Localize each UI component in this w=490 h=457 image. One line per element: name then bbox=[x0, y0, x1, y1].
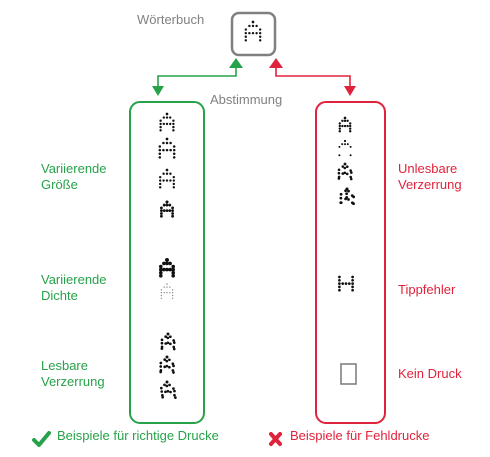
dictionary-label: Wörterbuch bbox=[137, 12, 205, 27]
bad-examples-panel bbox=[315, 101, 386, 424]
legend-good-label: Beispiele für richtige Drucke bbox=[57, 428, 219, 443]
good-glyph-density-1 bbox=[159, 258, 175, 278]
legend-bad-label: Beispiele für Fehldrucke bbox=[290, 428, 430, 443]
good-connector bbox=[152, 58, 243, 96]
bad-category-label-distortion: Unlesbare Verzerrung bbox=[398, 161, 462, 192]
good-examples-panel bbox=[129, 101, 205, 424]
dictionary-a-glyph bbox=[244, 20, 262, 42]
good-glyph-size-1 bbox=[159, 112, 175, 132]
bad-category-label-typo: Tippfehler bbox=[398, 282, 456, 297]
good-category-label-density: Variierende Dichte bbox=[41, 272, 107, 303]
good-arrow-down bbox=[152, 86, 164, 96]
good-glyph-size-3 bbox=[159, 168, 175, 189]
bad-glyph-distortion-1 bbox=[338, 116, 352, 133]
good-category-label-size: Variierende Größe bbox=[41, 161, 107, 192]
good-glyph-density-2 bbox=[160, 283, 174, 299]
good-glyph-size-4 bbox=[160, 200, 175, 218]
bad-glyph-distortion-2 bbox=[338, 139, 352, 157]
bad-glyph-samples bbox=[337, 116, 356, 292]
bad-connector bbox=[269, 58, 356, 96]
good-category-label-distortion: Lesbare Verzerrung bbox=[41, 358, 105, 389]
no-print-box bbox=[340, 363, 357, 385]
cross-icon bbox=[269, 432, 282, 446]
good-glyph-distortion-2 bbox=[159, 355, 175, 374]
bad-category-label-no-print: Kein Druck bbox=[398, 366, 462, 381]
dictionary-glyph bbox=[244, 20, 262, 42]
bad-glyph-distortion-3 bbox=[337, 162, 353, 181]
bad-arrow-down bbox=[344, 86, 356, 96]
good-arrow-up bbox=[229, 58, 243, 68]
bad-glyph-distortion-4 bbox=[339, 187, 356, 206]
bad-glyph-typo bbox=[338, 275, 354, 292]
good-glyph-distortion-1 bbox=[160, 332, 176, 351]
checkmark-icon bbox=[32, 431, 51, 447]
good-glyph-size-2 bbox=[158, 137, 176, 159]
voting-label: Abstimmung bbox=[210, 92, 283, 107]
bad-arrow-up bbox=[269, 58, 283, 68]
good-glyph-samples bbox=[158, 112, 177, 399]
good-glyph-distortion-3 bbox=[159, 380, 177, 399]
